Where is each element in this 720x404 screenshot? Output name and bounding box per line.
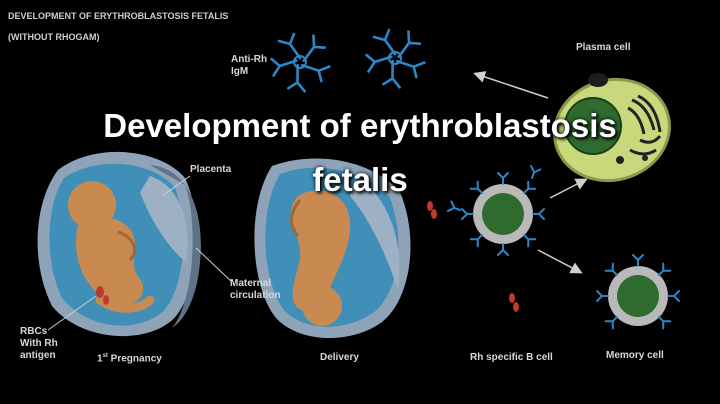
pregnancy-number: 1 [97, 353, 103, 365]
free-rbc-1 [427, 201, 437, 219]
maternal-text: Maternal [230, 278, 272, 289]
rbcs-text: RBCs [20, 326, 48, 337]
pregnancy-superscript: st [102, 353, 108, 359]
overlay-title-line-2: fetalis [312, 161, 408, 198]
b-cell-label: Rh specific B cell [470, 352, 553, 363]
memory-cell [596, 254, 680, 330]
free-rbc-2 [509, 293, 519, 312]
antigen-text: antigen [20, 350, 56, 361]
pregnancy-text: Pregnancy [107, 353, 162, 365]
delivery-uterus [254, 158, 411, 339]
rbc-pointer [47, 295, 97, 331]
arrow-to-plasma-cell [549, 178, 588, 199]
circulation-text: circulation [230, 290, 281, 301]
header-line-2: (WITHOUT RHOGAM) [8, 32, 100, 42]
anti-rh-text: Anti-Rh [231, 54, 268, 65]
rbc-label: RBCs With Rh antigen [20, 326, 58, 362]
igm-text: IgM [231, 66, 249, 77]
overlay-title-line-1: Development of erythroblastosis [103, 107, 617, 144]
diagram-header: DEVELOPMENT OF ERYTHROBLASTOSIS FETALIS … [8, 10, 228, 44]
with-rh-text: With Rh [20, 338, 58, 349]
plasma-cell [553, 73, 671, 183]
placenta-pointer [161, 175, 191, 197]
b-cell [461, 172, 545, 256]
anti-rh-label: Anti-Rh IgM [231, 54, 267, 78]
arrow-to-igm [473, 71, 549, 99]
first-pregnancy-uterus [37, 151, 201, 337]
delivery-label: Delivery [320, 352, 359, 363]
free-antibody-2 [446, 200, 463, 216]
memory-cell-label: Memory cell [606, 350, 664, 361]
placenta-label: Placenta [190, 164, 232, 175]
maternal-circulation-pointer [195, 247, 233, 283]
maternal-circulation-label: Maternal circulation [230, 278, 281, 302]
plasma-cell-label: Plasma cell [576, 42, 631, 53]
arrow-to-memory-cell [537, 249, 583, 274]
first-pregnancy-label: 1st Pregnancy [97, 350, 162, 365]
header-line-1: DEVELOPMENT OF ERYTHROBLASTOSIS FETALIS [8, 11, 229, 21]
igm-antibody-2 [362, 29, 429, 93]
igm-antibody-1 [267, 33, 334, 97]
